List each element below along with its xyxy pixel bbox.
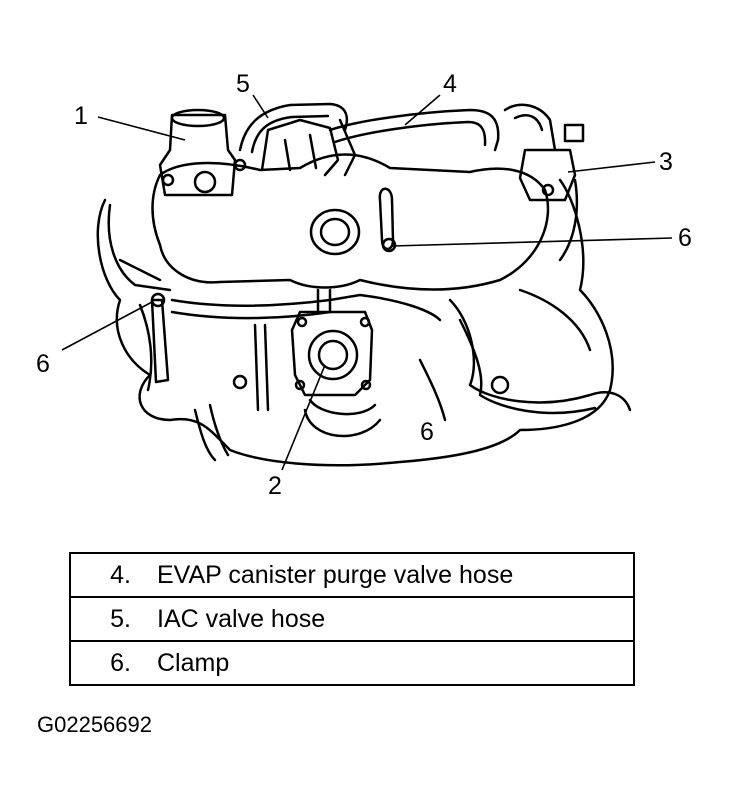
intake-manifold	[151, 153, 550, 291]
legend-number: 4.	[110, 560, 131, 589]
legend-label: EVAP canister purge valve hose	[157, 560, 514, 589]
legend-label: Clamp	[157, 648, 230, 677]
engine-diagram: 1 5 4 3 6 6 6 2	[36, 70, 692, 500]
legend-cell: 6. Clamp	[69, 640, 635, 686]
legend-cell: 4. EVAP canister purge valve hose	[69, 552, 635, 598]
legend-table: 4. EVAP canister purge valve hose 5. IAC v…	[69, 552, 635, 686]
legend-label: IAC valve hose	[157, 604, 326, 633]
figure-id: G02256692	[37, 712, 152, 737]
callout-6-right: 6	[678, 224, 692, 252]
clamp-left	[150, 298, 170, 384]
iac-valve-hose	[238, 102, 349, 152]
legend-row: 6. Clamp	[69, 640, 635, 686]
legend-row: 4. EVAP canister purge valve hose	[69, 552, 635, 598]
callout-4: 4	[443, 70, 457, 98]
manifold-center-port	[309, 208, 361, 256]
legend-row: 5. IAC valve hose	[69, 596, 635, 642]
legend-cell: 5. IAC valve hose	[69, 596, 635, 642]
callout-3: 3	[659, 148, 673, 176]
callout-1: 1	[74, 102, 88, 130]
sensor-3	[518, 148, 577, 202]
callout-2: 2	[268, 472, 282, 500]
legend-number: 6.	[110, 648, 131, 677]
engine-block-outline	[96, 178, 614, 467]
callout-5: 5	[236, 70, 250, 98]
legend-number: 5.	[110, 604, 131, 633]
evap-purge-hose	[328, 108, 500, 152]
pressure-regulator	[158, 113, 237, 197]
callout-6-lower: 6	[420, 418, 434, 446]
callout-6-left: 6	[36, 350, 50, 378]
